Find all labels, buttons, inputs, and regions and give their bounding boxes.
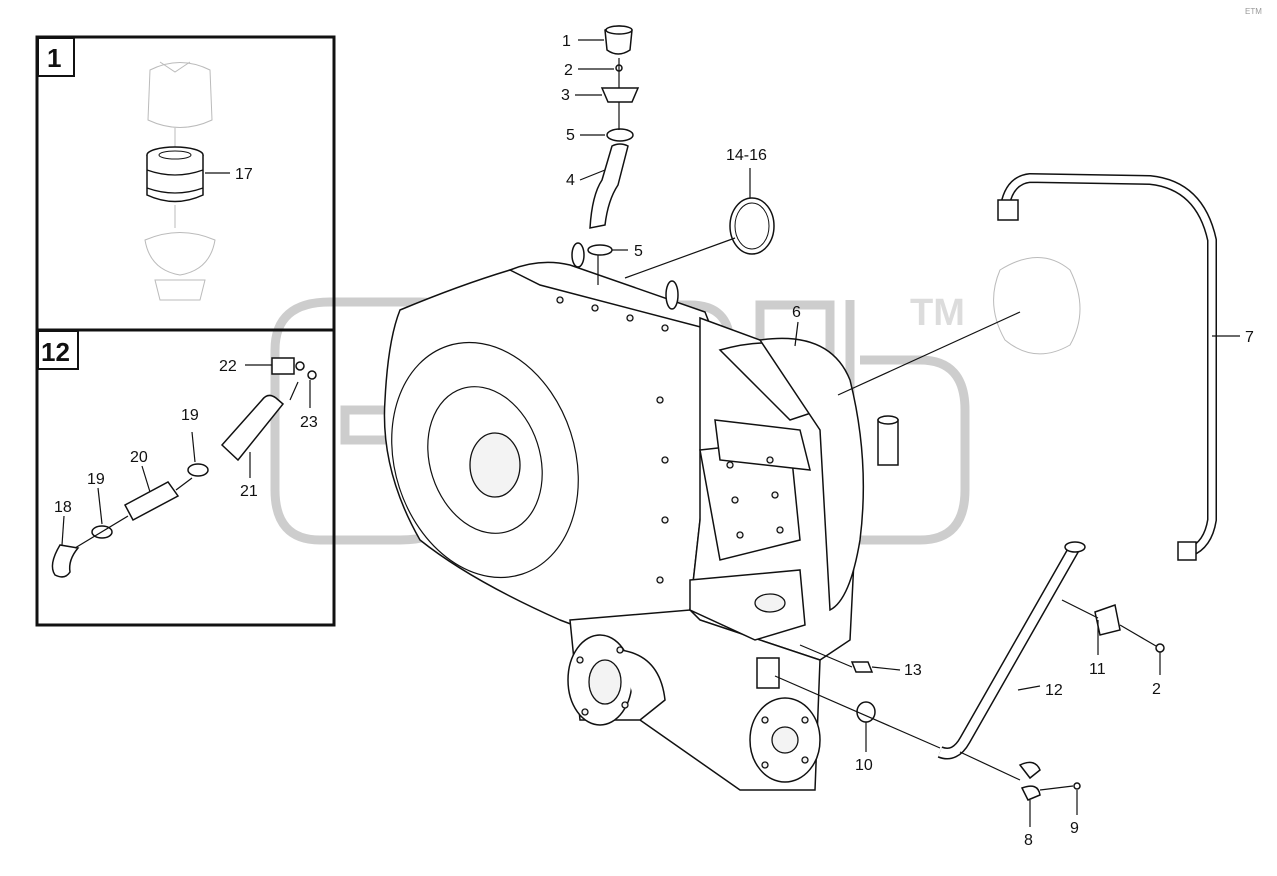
callout-17: 17	[235, 166, 253, 183]
callout-7: 7	[1245, 329, 1254, 346]
callout-9: 9	[1070, 820, 1079, 837]
fitting-23	[307, 370, 317, 380]
watermark-tm: TM	[910, 292, 965, 334]
fitting-22	[271, 357, 295, 375]
detail-tag-12: 12	[41, 337, 70, 367]
detail-tag-1: 1	[47, 43, 61, 73]
callout-19-upper: 19	[181, 407, 199, 424]
pipe-12	[937, 541, 1086, 760]
callout-11: 11	[1089, 661, 1106, 678]
clamp-5-lower	[587, 244, 613, 256]
clamp-19-upper	[187, 463, 209, 477]
callout-2-right: 2	[1152, 681, 1161, 698]
callout-18: 18	[54, 499, 72, 516]
inset-panel-12: 12 22 23 19 20 21 19 18	[35, 328, 336, 627]
callout-12: 12	[1045, 682, 1063, 699]
elbow-18	[51, 544, 80, 578]
clip-8-upper	[1018, 761, 1041, 780]
hose-4	[589, 143, 629, 229]
callout-14-16: 14-16	[726, 147, 767, 164]
callout-13: 13	[904, 662, 922, 679]
callout-20: 20	[130, 449, 148, 466]
callout-22: 22	[219, 358, 237, 375]
fitting-13	[850, 661, 874, 673]
callout-5-lower: 5	[634, 243, 643, 260]
bolt-9	[1073, 782, 1081, 790]
callout-1: 1	[562, 33, 571, 50]
callout-6: 6	[792, 304, 801, 321]
o-ring-14-16	[729, 197, 775, 255]
callout-2: 2	[564, 62, 573, 79]
hose-21	[220, 394, 285, 462]
callout-23: 23	[300, 414, 318, 431]
breather-cap-1	[604, 25, 633, 55]
inset-panel-1: 1 17	[35, 35, 336, 332]
leader-lines	[575, 39, 1240, 827]
callout-4: 4	[566, 172, 575, 189]
bracket-3	[600, 87, 640, 103]
callout-3: 3	[561, 87, 570, 104]
callout-21: 21	[240, 483, 258, 500]
bolt-2	[1155, 643, 1165, 653]
callout-19-lower: 19	[87, 471, 105, 488]
hose-20	[123, 481, 180, 522]
corner-mark: ETM	[1245, 7, 1262, 16]
callout-10: 10	[855, 757, 873, 774]
callout-8: 8	[1024, 832, 1033, 849]
transmission-housing	[383, 242, 1081, 791]
clip-8-lower	[1020, 785, 1041, 801]
filter-element-17	[146, 146, 204, 203]
clamp-5-upper	[606, 128, 634, 142]
callout-5-upper: 5	[566, 127, 575, 144]
clip-11	[1094, 604, 1121, 636]
gasket-plate	[756, 657, 780, 689]
pipe-7	[997, 172, 1217, 561]
